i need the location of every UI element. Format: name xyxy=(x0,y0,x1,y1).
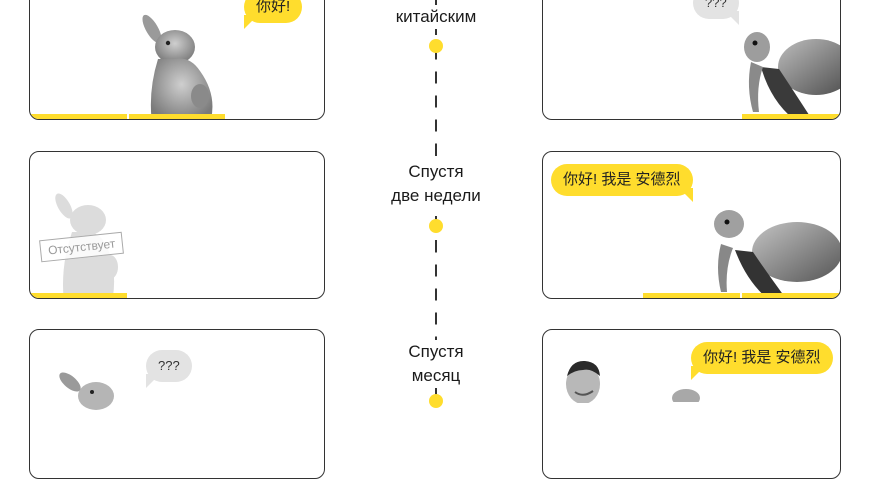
timeline-dot-3 xyxy=(429,394,443,408)
bubble-tail-icon xyxy=(244,15,258,29)
turtle-icon xyxy=(672,389,700,402)
bubble-tail-icon xyxy=(146,374,160,388)
timeline-dot-1 xyxy=(429,39,443,53)
speech-bubble: 你好! 我是 安德烈 xyxy=(691,342,833,380)
bubble-text: 你好! xyxy=(256,0,291,15)
speech-bubble: 你好! 我是 安德烈 xyxy=(551,164,693,202)
progress-segment-filled xyxy=(128,114,226,119)
timeline-label-line: месяц xyxy=(411,366,461,385)
speech-bubble: ??? xyxy=(146,350,192,388)
progress-segment-empty xyxy=(227,293,324,298)
progress-bar xyxy=(543,293,840,298)
progress-segment-empty xyxy=(543,114,641,119)
progress-bar xyxy=(30,114,324,119)
timeline-label-line: две недели xyxy=(391,186,481,205)
rabbit-icon xyxy=(142,14,213,119)
speech-bubble: 你好! xyxy=(244,0,303,29)
progress-segment-empty xyxy=(129,293,226,298)
timeline-label-line: Спустя xyxy=(408,162,464,181)
bubble-text: ??? xyxy=(705,0,727,10)
progress-segment-empty xyxy=(643,114,741,119)
timeline-label-1: китайским xyxy=(360,5,512,29)
card-row3-person-turtle: 你好! 我是 安德烈 xyxy=(542,329,841,479)
progress-segment-filled xyxy=(742,114,840,119)
bubble-text: 你好! 我是 安德烈 xyxy=(703,349,821,366)
turtle-icon xyxy=(714,210,840,298)
rabbit-icon xyxy=(59,372,114,410)
progress-bar xyxy=(30,293,324,298)
bubble-text: ??? xyxy=(158,358,180,373)
timeline-dot-2 xyxy=(429,219,443,233)
bubble-tail-icon xyxy=(691,366,705,380)
timeline-label-3: Спустя месяц xyxy=(360,340,512,388)
card-row1-turtle: ??? xyxy=(542,0,841,120)
progress-segment-filled xyxy=(742,293,840,298)
card-row2-turtle: 你好! 我是 安德烈 xyxy=(542,151,841,299)
speech-bubble: ??? xyxy=(693,0,739,25)
card-row3-rabbit: ??? xyxy=(29,329,325,479)
progress-segment-filled xyxy=(30,293,127,298)
bubble-tail-icon xyxy=(678,188,693,202)
person-icon xyxy=(566,360,600,403)
progress-segment-empty xyxy=(227,114,324,119)
timeline-label-line: китайским xyxy=(395,7,477,26)
bubble-text: 你好! 我是 安德烈 xyxy=(563,171,681,188)
progress-segment-filled xyxy=(30,114,127,119)
card-row1-rabbit: 你好! xyxy=(29,0,325,120)
bubble-tail-icon xyxy=(724,11,739,25)
card-row2-rabbit-absent: Отсутствует xyxy=(29,151,325,299)
timeline-label-line: Спустя xyxy=(408,342,464,361)
progress-bar xyxy=(543,114,840,119)
timeline-label-2: Спустя две недели xyxy=(360,160,512,208)
progress-segment-empty xyxy=(543,293,641,298)
progress-segment-filled xyxy=(642,293,741,298)
turtle-icon xyxy=(744,32,840,119)
